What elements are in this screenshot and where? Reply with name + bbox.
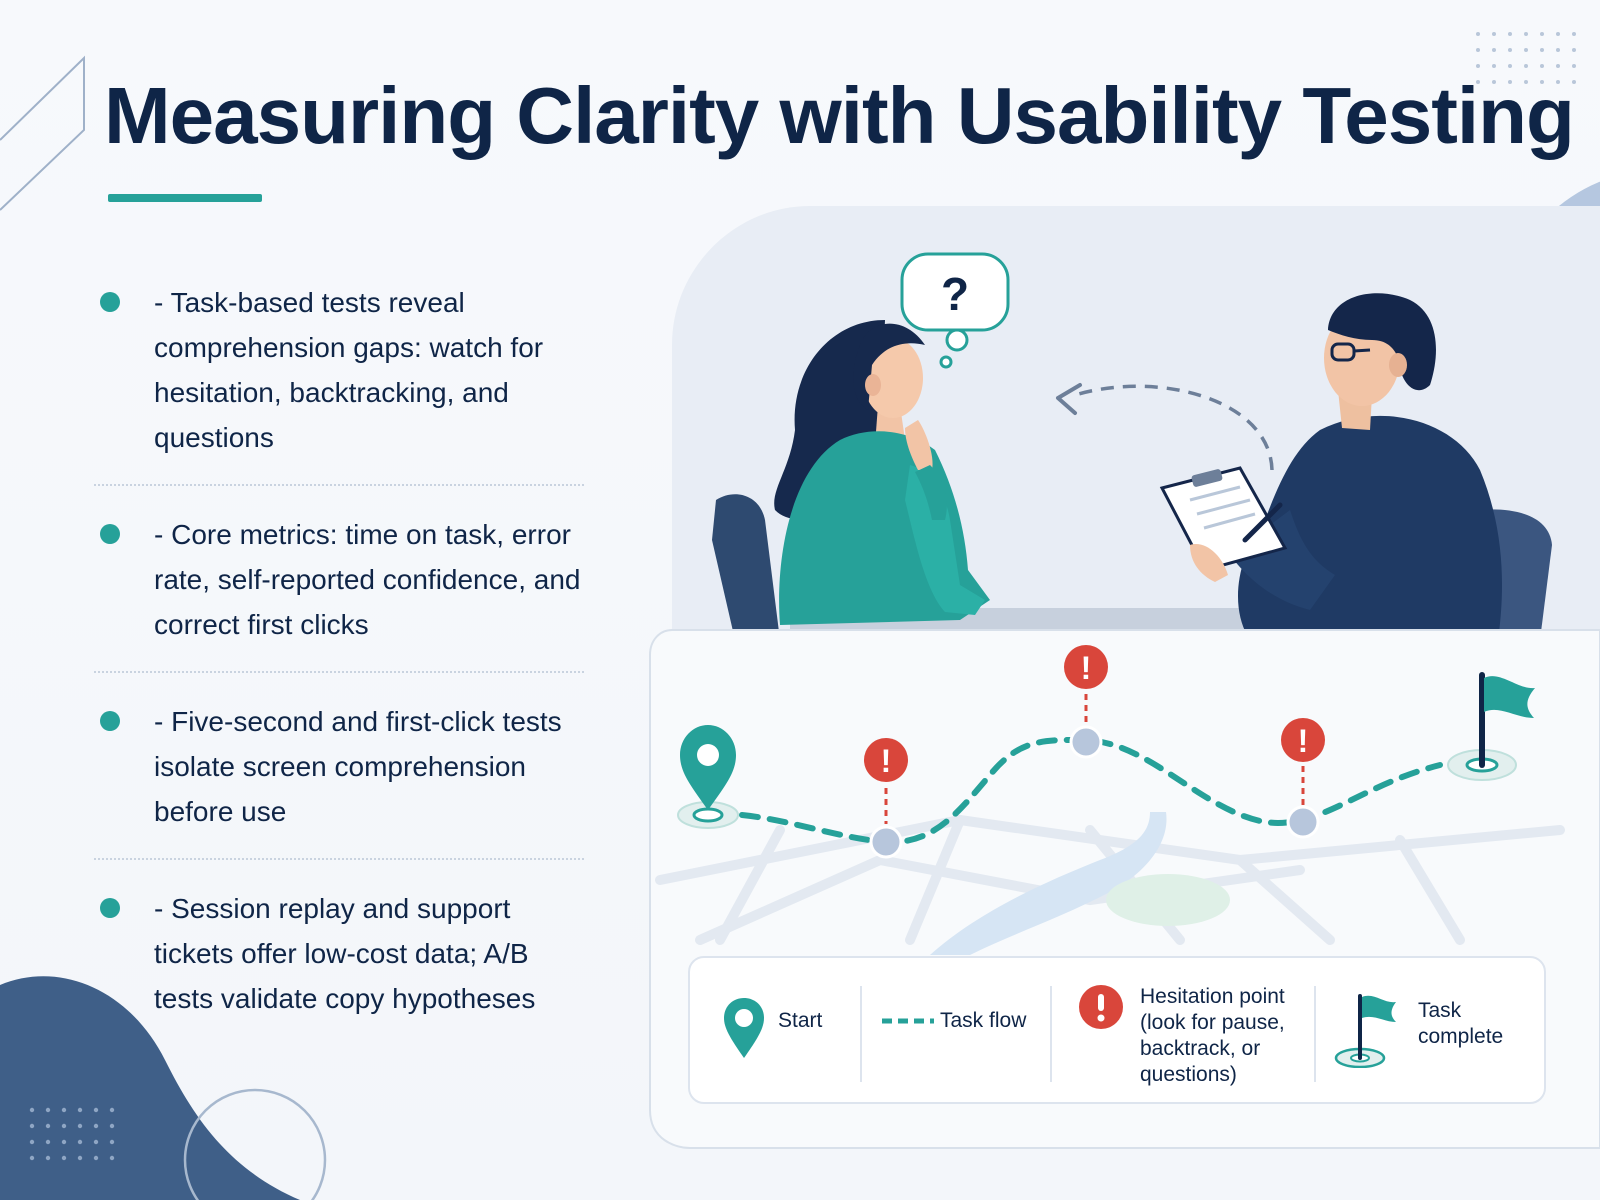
- alert-icon: !: [1081, 650, 1092, 686]
- start-pin-icon: [677, 725, 739, 829]
- participant-hair-front: [853, 323, 925, 410]
- navy-blob-decoration: [0, 976, 300, 1200]
- legend-hesitation-label-line4: questions): [1140, 1063, 1237, 1086]
- bullet-dot: [100, 292, 120, 312]
- corner-triangle-decoration: [0, 55, 85, 211]
- bullet-divider: [94, 484, 584, 486]
- location-pin-icon: [724, 998, 764, 1058]
- outline-circle-decoration: [183, 1088, 327, 1200]
- page-title: Measuring Clarity with Usability Testing: [104, 71, 1575, 160]
- title-underline: [108, 194, 262, 202]
- moderator-arm: [1230, 510, 1335, 610]
- bullet-divider: [94, 671, 584, 673]
- legend-complete-label-line2: complete: [1418, 1025, 1504, 1048]
- dashed-arrow: [1074, 384, 1274, 471]
- alert-icon: [1079, 985, 1123, 1029]
- glasses-icon: [1330, 342, 1371, 362]
- legend-separator: [1050, 986, 1052, 1082]
- moderator-figure: [1230, 293, 1503, 640]
- participant-ear: [865, 374, 881, 396]
- thought-bubble: ?: [900, 252, 1010, 369]
- finish-flag-icon: [1447, 672, 1535, 781]
- bullet-dot: [100, 898, 120, 918]
- bullet-text: - Session replay and support tickets off…: [154, 893, 536, 1014]
- dot-grid-top-right: [1476, 32, 1576, 84]
- legend: Start Task flow Hesitation point (look f…: [688, 956, 1546, 1104]
- bullet-list: - Task-based tests reveal comprehension …: [94, 280, 584, 1021]
- bullet-text: - Core metrics: time on task, error rate…: [154, 519, 581, 640]
- participant-face: [863, 338, 923, 418]
- river: [930, 812, 1167, 955]
- legend-hesitation-label-line1: Hesitation point: [1140, 985, 1285, 1008]
- participant-chair: [712, 494, 780, 640]
- participant-hand: [905, 420, 933, 470]
- flag-icon: [1334, 994, 1396, 1068]
- participant-arm: [905, 465, 985, 615]
- legend-item-start: Start: [690, 958, 860, 1102]
- legend-item-hesitation: Hesitation point (look for pause, backtr…: [1052, 958, 1314, 1102]
- legend-separator: [860, 986, 862, 1082]
- legend-complete-label-line1: Task: [1418, 999, 1462, 1022]
- bullet-item: - Task-based tests reveal comprehension …: [94, 280, 584, 460]
- bullet-text: - Five-second and first-click tests isol…: [154, 706, 562, 827]
- bullet-dot: [100, 711, 120, 731]
- legend-item-complete: Task complete: [1316, 958, 1544, 1102]
- hesitation-point-2: !: [1064, 645, 1108, 759]
- moderator-hair: [1328, 293, 1436, 391]
- alert-icon: !: [1298, 723, 1309, 759]
- participant-figure: [774, 320, 990, 625]
- legend-separator: [1314, 986, 1316, 1082]
- bullet-divider: [94, 858, 584, 860]
- park: [1106, 874, 1230, 926]
- bullet-item: - Session replay and support tickets off…: [94, 886, 584, 1021]
- legend-hesitation-label-line2: (look for pause,: [1140, 1011, 1285, 1034]
- bullet-text: - Task-based tests reveal comprehension …: [154, 287, 544, 453]
- alert-icon: !: [881, 743, 892, 779]
- dot-grid-bottom-left: [29, 1107, 115, 1161]
- legend-task-flow-label: Task flow: [940, 1009, 1027, 1032]
- hesitation-point-1: !: [864, 738, 908, 859]
- pen-icon: [1242, 502, 1283, 543]
- bullet-dot: [100, 524, 120, 544]
- bullet-item: - Core metrics: time on task, error rate…: [94, 512, 584, 647]
- legend-hesitation-label-line3: backtrack, or: [1140, 1037, 1261, 1060]
- legend-start-label: Start: [778, 1009, 823, 1032]
- bullet-item: - Five-second and first-click tests isol…: [94, 699, 584, 834]
- participant-forearm: [915, 465, 947, 520]
- legend-item-task-flow: Task flow: [862, 958, 1050, 1102]
- arrow-head-icon: [1056, 383, 1082, 415]
- dashed-line-icon: [882, 1018, 934, 1024]
- moderator-hand: [1190, 544, 1228, 582]
- question-mark-icon: ?: [941, 268, 969, 320]
- hesitation-point-3: !: [1281, 718, 1325, 839]
- moderator-ear: [1389, 353, 1407, 377]
